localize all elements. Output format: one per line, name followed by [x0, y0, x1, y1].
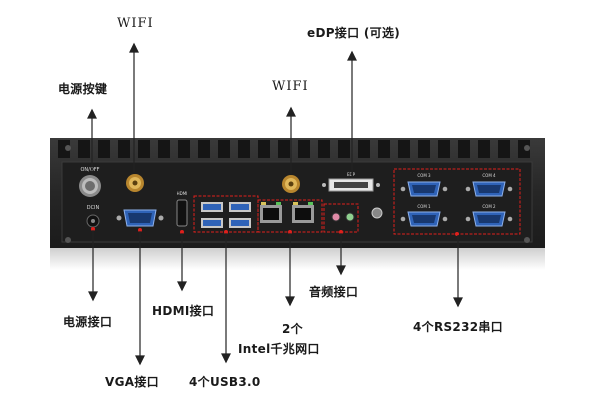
dcin-text: DCIN	[87, 205, 100, 211]
floor-shadow	[50, 248, 545, 270]
usb3-port	[229, 202, 251, 212]
heatsink-fin	[98, 140, 110, 158]
usb-ports	[201, 202, 251, 228]
label-power-port: 电源接口	[63, 315, 113, 329]
com1-text: COM 1	[417, 204, 431, 209]
heatsink-fin	[258, 140, 270, 158]
heatsink-fin	[518, 140, 530, 158]
label-lan-count: 2个	[282, 322, 303, 336]
hdmi-port	[176, 199, 188, 227]
label-lan: Intel千兆网口	[238, 342, 320, 356]
dc-in-jack	[86, 214, 100, 228]
com-port	[400, 211, 448, 227]
wifi-antenna-connector-left	[126, 174, 144, 192]
label-hdmi: HDMI接口	[152, 304, 215, 318]
arrow-vga	[135, 355, 145, 366]
label-power-button: 电源按键	[58, 82, 108, 96]
heatsink-fin	[198, 140, 210, 158]
label-rs232: 4个RS232串口	[413, 320, 503, 334]
com-port	[400, 181, 448, 197]
edp-panel-text: EDP	[347, 172, 356, 177]
heatsink-fin	[138, 140, 150, 158]
heatsink-fin	[338, 140, 350, 158]
audio-jack-line	[345, 212, 355, 222]
label-usb: 4个USB3.0	[189, 375, 261, 389]
edp-connector	[322, 178, 380, 192]
heatsink-fin	[158, 140, 170, 158]
highlight-dot	[224, 230, 228, 234]
arrow-wifi-top	[129, 42, 139, 53]
heatsink-fin	[218, 140, 230, 158]
highlight-dot	[91, 227, 95, 231]
heatsink-fins	[58, 140, 530, 158]
label-vga: VGA接口	[105, 375, 159, 389]
screw	[524, 145, 530, 151]
com-ports	[400, 181, 513, 227]
heatsink-fin	[238, 140, 250, 158]
label-wifi-mid: WIFI	[272, 79, 309, 94]
arrow-rs232	[453, 297, 463, 308]
heatsink-fin	[178, 140, 190, 158]
lan-port-1	[260, 202, 282, 223]
hdmi-panel-text: HDMI	[177, 191, 188, 196]
heatsink-fin	[298, 140, 310, 158]
arrow-power-port	[88, 291, 98, 302]
com4-text: COM 4	[482, 173, 496, 178]
arrow-power-button	[87, 108, 97, 119]
highlight-dot	[339, 230, 343, 234]
ground-screw	[371, 207, 383, 219]
lan-port-2	[292, 202, 314, 223]
heatsink-fin	[438, 140, 450, 158]
heatsink-fin	[398, 140, 410, 158]
usb3-port	[201, 202, 223, 212]
on-off-text: ON/OFF	[80, 167, 99, 173]
arrow-hdmi	[177, 281, 187, 292]
highlight-dot	[138, 228, 142, 232]
heatsink-fin	[478, 140, 490, 158]
heatsink-fin	[418, 140, 430, 158]
arrow-edp	[347, 50, 357, 61]
power-button	[79, 175, 101, 197]
heatsink-fin	[278, 140, 290, 158]
audio-jack-mic	[331, 212, 341, 222]
com3-text: COM 3	[417, 173, 431, 178]
heatsink-fin	[78, 140, 90, 158]
vga-port	[116, 209, 164, 227]
com-port	[465, 211, 513, 227]
arrow-lan	[285, 296, 295, 307]
heatsink-fin	[118, 140, 130, 158]
label-audio: 音频接口	[309, 285, 359, 299]
usb3-port	[229, 218, 251, 228]
com2-text: COM 2	[482, 204, 496, 209]
wifi-antenna-connector-right	[282, 175, 300, 193]
heatsink-fin	[358, 140, 370, 158]
arrow-usb	[221, 353, 231, 364]
arrow-audio	[336, 265, 346, 276]
label-wifi-top: WIFI	[117, 16, 154, 31]
screw	[524, 237, 530, 243]
heatsink-fin	[498, 140, 510, 158]
heatsink-fin	[318, 140, 330, 158]
com-port	[465, 181, 513, 197]
arrow-wifi-mid	[286, 106, 296, 117]
highlight-dot	[288, 230, 292, 234]
heatsink-fin	[378, 140, 390, 158]
usb3-port	[201, 218, 223, 228]
screw	[65, 237, 71, 243]
heatsink-fin	[58, 140, 70, 158]
label-edp: eDP接口 (可选)	[307, 26, 401, 40]
screw	[65, 145, 71, 151]
heatsink-fin	[458, 140, 470, 158]
highlight-dot	[180, 230, 184, 234]
